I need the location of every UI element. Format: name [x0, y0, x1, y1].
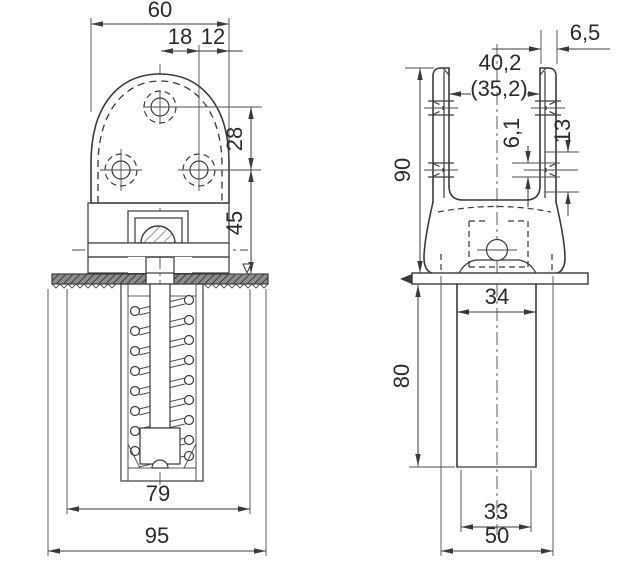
swivel-ball	[140, 225, 176, 243]
plate-datum-arrow	[400, 274, 412, 284]
dim-housing-width: 79	[146, 481, 170, 506]
plate-break-texture-left	[51, 283, 117, 289]
spring-housing	[120, 283, 204, 482]
fork-hole-upper-right	[531, 100, 565, 116]
fork-body	[423, 201, 566, 274]
dim-fork-height: 90	[390, 158, 415, 182]
dim-plate-width: 95	[145, 523, 169, 548]
plate-break-texture-right	[203, 283, 269, 289]
fork-hole-upper-left	[424, 100, 458, 116]
center-rod	[139, 283, 181, 469]
fork	[424, 67, 578, 203]
bolt-hole-left	[100, 149, 142, 191]
swivel-block	[87, 202, 230, 285]
fork-inner-bottom	[448, 185, 541, 201]
dome-bracket	[90, 45, 262, 204]
side-dimensions: 6,5 40,2 (35,2) 90 6,1 13 34	[389, 20, 610, 556]
fork-hole-lower-left	[424, 162, 458, 178]
spring	[129, 294, 195, 468]
dim-hole-offset: 18	[168, 24, 192, 49]
dim-top-width: 60	[148, 0, 172, 22]
bolt-hole-right	[178, 45, 261, 191]
side-mount-plate	[400, 272, 589, 285]
dim-tube-width: 34	[485, 284, 509, 309]
tube-corner-hatch-right	[183, 443, 197, 469]
tube-corner-hatch-left	[127, 443, 141, 469]
dim-hole-spacing: 28	[222, 127, 247, 151]
bolt-hole-top	[143, 90, 262, 124]
dim-hole-diameter: 6,1	[499, 118, 524, 149]
side-view: 6,5 40,2 (35,2) 90 6,1 13 34	[389, 20, 610, 556]
side-tube	[456, 283, 537, 468]
dim-edge-offset: 12	[201, 24, 225, 49]
surface-mark	[242, 263, 252, 275]
dim-fork-inner: (35,2)	[470, 76, 527, 101]
mount-plate	[51, 273, 269, 289]
dim-tube-inner-width: 33	[484, 499, 508, 524]
dim-fork-outer: 40,2	[479, 50, 522, 75]
front-dimensions: 60 18 12 28 45 79 95	[47, 0, 267, 556]
dim-tube-length: 80	[389, 364, 414, 388]
dim-base-width: 50	[485, 523, 509, 548]
hidden-slot	[468, 220, 529, 268]
dim-holes-to-plate: 45	[222, 211, 247, 235]
front-view: 60 18 12 28 45 79 95	[47, 0, 269, 556]
dim-boss-width: 13	[550, 119, 575, 143]
fork-hole-lower-right	[512, 162, 578, 178]
dim-arm-thickness: 6,5	[570, 20, 601, 45]
